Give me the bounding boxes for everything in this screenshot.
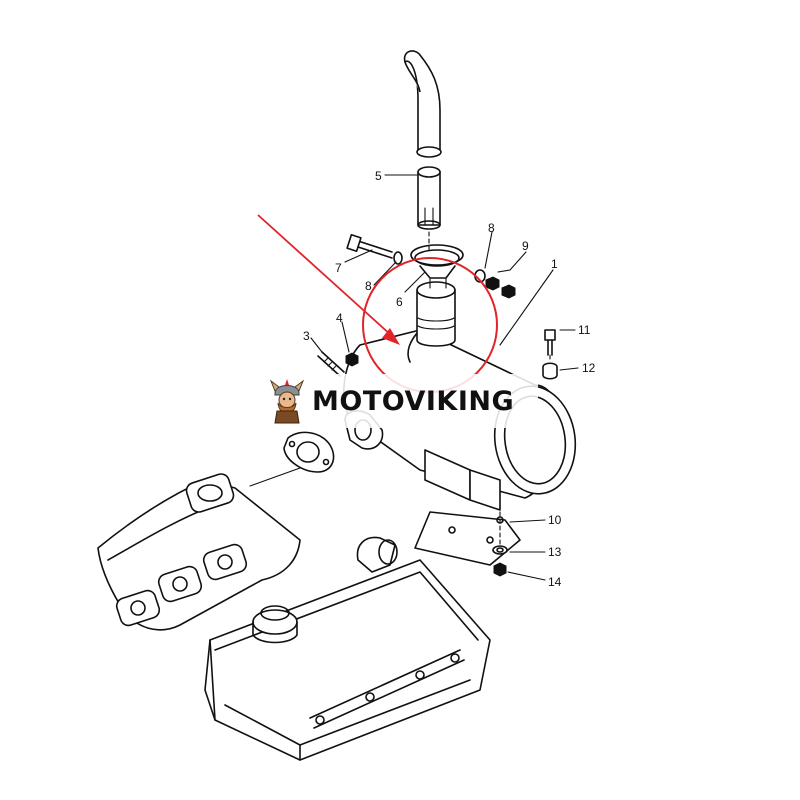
leader-lines <box>310 174 579 581</box>
callout-7: 7 <box>335 261 342 275</box>
callout-4: 4 <box>336 311 343 325</box>
callout-13: 13 <box>548 545 562 559</box>
brand-name: MOTOVIKING <box>312 385 515 417</box>
callout-10: 10 <box>548 513 562 527</box>
callout-1: 1 <box>551 257 558 271</box>
callout-5: 5 <box>375 169 382 183</box>
callout-14: 14 <box>548 575 562 589</box>
callout-8-left: 8 <box>365 279 372 293</box>
brand-watermark: MOTOVIKING <box>262 374 538 428</box>
callout-3: 3 <box>303 329 310 343</box>
callout-9: 9 <box>522 239 529 253</box>
engine-block <box>97 473 491 761</box>
callout-8-right: 8 <box>488 221 495 235</box>
callout-labels: 1 3 4 5 6 7 8 8 9 10 11 12 13 14 <box>303 169 596 589</box>
callout-12: 12 <box>582 361 596 375</box>
viking-mascot-icon <box>262 374 312 428</box>
tail-pipe <box>403 50 442 230</box>
callout-11: 11 <box>578 323 591 337</box>
callout-6: 6 <box>396 295 403 309</box>
